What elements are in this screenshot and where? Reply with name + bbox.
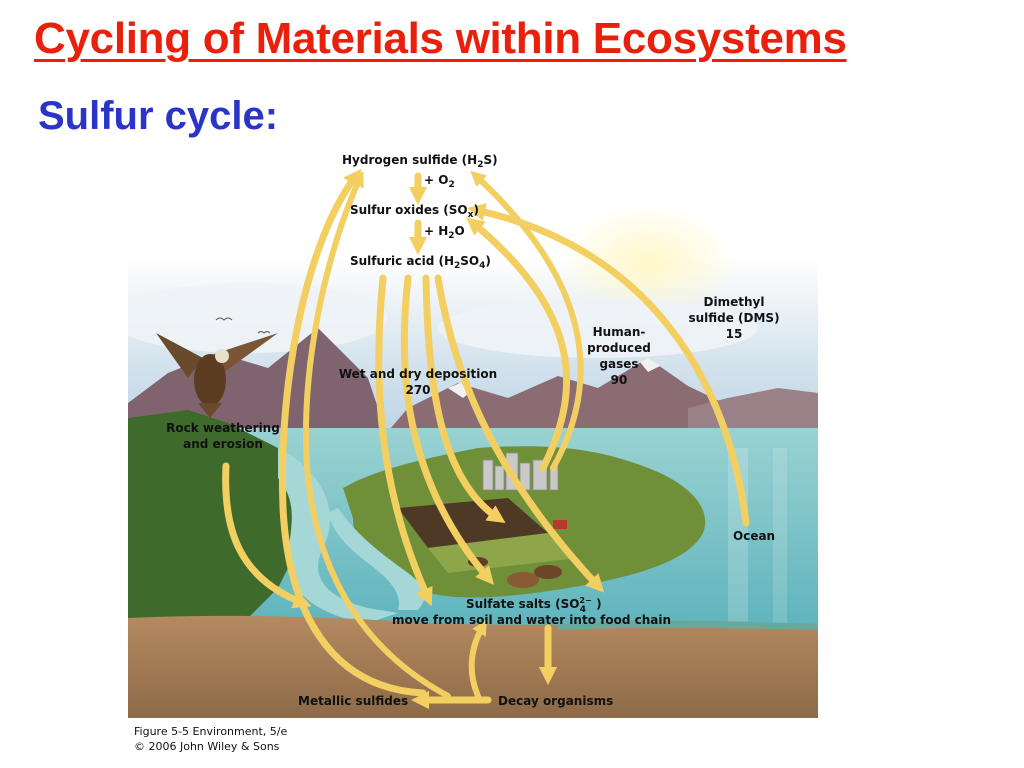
river-center: [328, 508, 425, 610]
arrow-to-hydrogen-sulfide: [278, 168, 427, 697]
distant-birds: [215, 317, 271, 334]
svg-text:sulfide (DMS): sulfide (DMS): [688, 311, 779, 325]
arrow-deposition-2: [400, 274, 494, 585]
svg-text:Wet and dry deposition: Wet and dry deposition: [339, 367, 497, 381]
arrow-deposition-3: [422, 274, 506, 524]
svg-text:Dimethyl: Dimethyl: [704, 295, 765, 309]
arrow-decay-to-h2s: [303, 170, 451, 699]
figure-caption: Figure 5-5 Environment, 5/e © 2006 John …: [134, 724, 287, 754]
arrow-decay-to-sulfate: [468, 619, 487, 699]
label-ocean: Ocean: [733, 529, 775, 543]
farm-field: [428, 533, 578, 573]
slide-subtitle: Sulfur cycle:: [38, 94, 279, 138]
hawk: [156, 333, 278, 418]
caption-line-1: Figure 5-5 Environment, 5/e: [134, 725, 288, 738]
label-human-produced-gases: Human- produced gases 90: [587, 325, 651, 387]
farm-field: [398, 498, 548, 548]
svg-text:Human-: Human-: [593, 325, 646, 339]
arrow-deposition-4: [434, 274, 605, 593]
svg-text:gases: gases: [599, 357, 638, 371]
cow: [507, 572, 539, 588]
cow: [534, 565, 562, 579]
svg-text:270: 270: [405, 383, 430, 397]
slide-title: Cycling of Materials within Ecosystems: [34, 14, 847, 63]
arrow-dms: [467, 203, 750, 527]
arrow-rock-weathering: [222, 462, 312, 609]
label-sulfate-salts: Sulfate salts (SO2−4 ): [466, 596, 602, 615]
svg-text:90: 90: [611, 373, 628, 387]
sun-glow: [558, 203, 738, 323]
seafloor: [558, 620, 818, 630]
arrow-deposition-1: [375, 274, 433, 607]
svg-text:15: 15: [726, 327, 743, 341]
svg-text:Rock weathering: Rock weathering: [166, 421, 280, 435]
label-metallic-sulfides: Metallic sulfides: [298, 694, 408, 708]
label-plus-o2: + O2: [424, 173, 455, 190]
label-sulfur-oxides: Sulfur oxides (SOx): [350, 203, 479, 220]
label-hydrogen-sulfide: Hydrogen sulfide (H2S): [342, 153, 498, 170]
label-rock-weathering: Rock weathering and erosion: [166, 421, 280, 451]
label-wet-dry-deposition: Wet and dry deposition 270: [339, 367, 497, 397]
label-sulfuric-acid: Sulfuric acid (H2SO4): [350, 254, 491, 271]
svg-text:and erosion: and erosion: [183, 437, 263, 451]
svg-text:produced: produced: [587, 341, 651, 355]
label-decay-organisms: Decay organisms: [498, 694, 613, 708]
label-dimethyl-sulfide: Dimethyl sulfide (DMS) 15: [688, 295, 779, 341]
label-food-chain: move from soil and water into food chain: [392, 613, 671, 627]
arrow-human-gases: [465, 217, 571, 472]
caption-line-2: © 2006 John Wiley & Sons: [134, 740, 280, 753]
light-shaft: [773, 448, 787, 628]
barn: [553, 520, 567, 529]
label-plus-h2o: + H2O: [424, 224, 465, 241]
sulfur-cycle-diagram: Hydrogen sulfide (H2S) + O2 Sulfur oxide…: [128, 148, 818, 718]
